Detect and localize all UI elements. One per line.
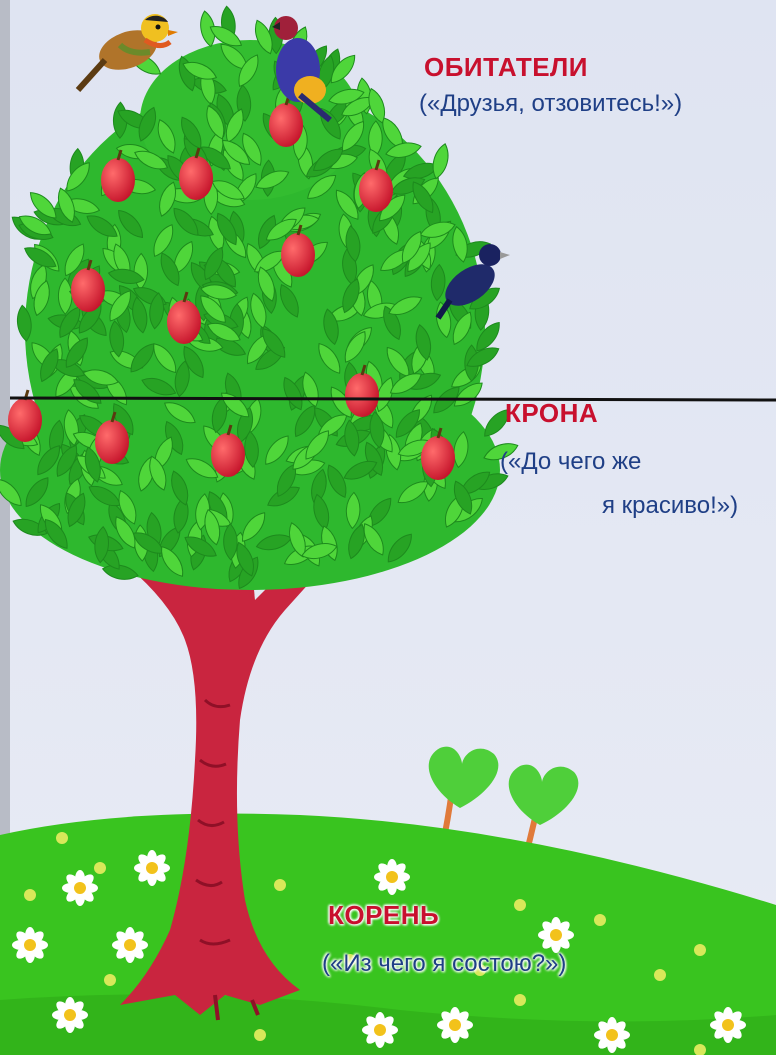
crown-subtitle-line2: я красиво!») xyxy=(602,492,738,520)
grass-dot xyxy=(94,862,106,874)
grass-dot xyxy=(514,994,526,1006)
flower-icon xyxy=(112,927,148,963)
flower-icon xyxy=(710,1007,746,1043)
divider-line xyxy=(10,398,776,400)
grass-dot xyxy=(24,889,36,901)
grass-dot xyxy=(594,914,606,926)
crown-subtitle-line1: («До чего же xyxy=(500,448,641,476)
grass-dot xyxy=(514,899,526,911)
grass-dot xyxy=(654,969,666,981)
flower-icon xyxy=(134,850,170,886)
flower-icon xyxy=(437,1007,473,1043)
inhabitants-subtitle: («Друзья, отзовитесь!») xyxy=(419,90,682,118)
flower-icon xyxy=(362,1012,398,1048)
inhabitants-title: ОБИТАТЕЛИ xyxy=(424,52,588,83)
grass-dot xyxy=(274,879,286,891)
flower-icon xyxy=(374,859,410,895)
grass-dot xyxy=(56,832,68,844)
grass-dot xyxy=(694,944,706,956)
flower-icon xyxy=(594,1017,630,1053)
root-title: КОРЕНЬ xyxy=(328,900,439,931)
flower-icon xyxy=(62,870,98,906)
flower-icon xyxy=(538,917,574,953)
root-subtitle: («Из чего я состою?») xyxy=(322,950,566,978)
flower-icon xyxy=(12,927,48,963)
crown-title: КРОНА xyxy=(505,398,598,429)
flower-icon xyxy=(52,997,88,1033)
grass-dot xyxy=(254,1029,266,1041)
grass-dot xyxy=(104,974,116,986)
